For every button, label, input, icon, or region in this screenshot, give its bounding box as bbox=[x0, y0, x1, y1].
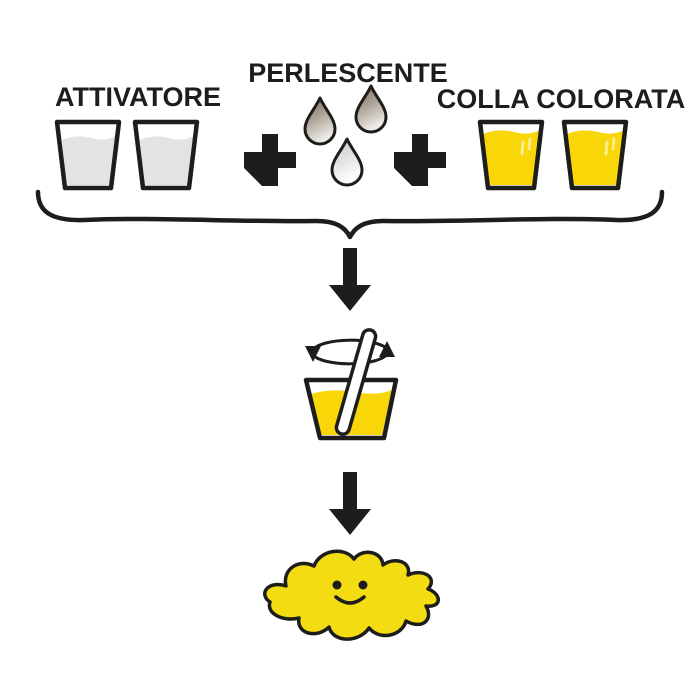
cup-outline bbox=[561, 119, 629, 191]
cup-outline bbox=[477, 119, 545, 191]
gray-liquid bbox=[62, 136, 115, 185]
ingredient-attivatore: ATTIVATORE bbox=[54, 82, 221, 191]
plus-icon bbox=[394, 134, 446, 186]
attivatore-label: ATTIVATORE bbox=[55, 82, 221, 112]
down-arrow-icon bbox=[329, 472, 371, 535]
yellow-liquid bbox=[483, 130, 540, 185]
drop-shape bbox=[303, 96, 337, 146]
rotation-arrows-icon bbox=[305, 338, 395, 366]
arrowhead bbox=[305, 346, 321, 362]
brace-icon bbox=[35, 189, 665, 240]
highlight-mark bbox=[604, 137, 616, 156]
cup-outline bbox=[303, 377, 399, 441]
drop-shape bbox=[330, 137, 364, 187]
highlight-mark bbox=[520, 137, 532, 156]
gray-liquid bbox=[140, 136, 193, 185]
pearlescent-drop-icon bbox=[303, 96, 337, 146]
yellow-liquid bbox=[567, 130, 624, 185]
perlescente-label: PERLESCENTE bbox=[248, 58, 448, 88]
pearlescent-drop-icon bbox=[354, 84, 388, 134]
drop-shape bbox=[354, 84, 388, 134]
smiling-slime-blob-icon bbox=[263, 549, 440, 641]
activator-cup-icon bbox=[132, 119, 200, 191]
slime-body bbox=[263, 549, 440, 641]
mixing-step bbox=[303, 328, 399, 441]
arrowhead bbox=[379, 341, 395, 357]
activator-cup-icon bbox=[54, 119, 122, 191]
colla-colorata-label: COLLA COLORATA bbox=[437, 84, 685, 114]
cup-outline bbox=[132, 119, 200, 191]
slime-eye-left bbox=[332, 580, 342, 590]
glue-cup-icon bbox=[477, 119, 545, 191]
ingredient-colla-colorata: COLLA COLORATA bbox=[437, 84, 685, 191]
stirring-stick-icon bbox=[334, 328, 378, 436]
slime-smile bbox=[334, 595, 366, 605]
rotation-arc bbox=[311, 352, 389, 366]
down-arrow-icon bbox=[329, 248, 371, 311]
glue-cup-icon bbox=[561, 119, 629, 191]
ingredient-perlescente: PERLESCENTE bbox=[248, 58, 448, 187]
pearlescent-drop-icon bbox=[330, 137, 364, 187]
plus-icon bbox=[244, 134, 296, 186]
slime-eye-right bbox=[358, 580, 368, 590]
cup-outline bbox=[54, 119, 122, 191]
